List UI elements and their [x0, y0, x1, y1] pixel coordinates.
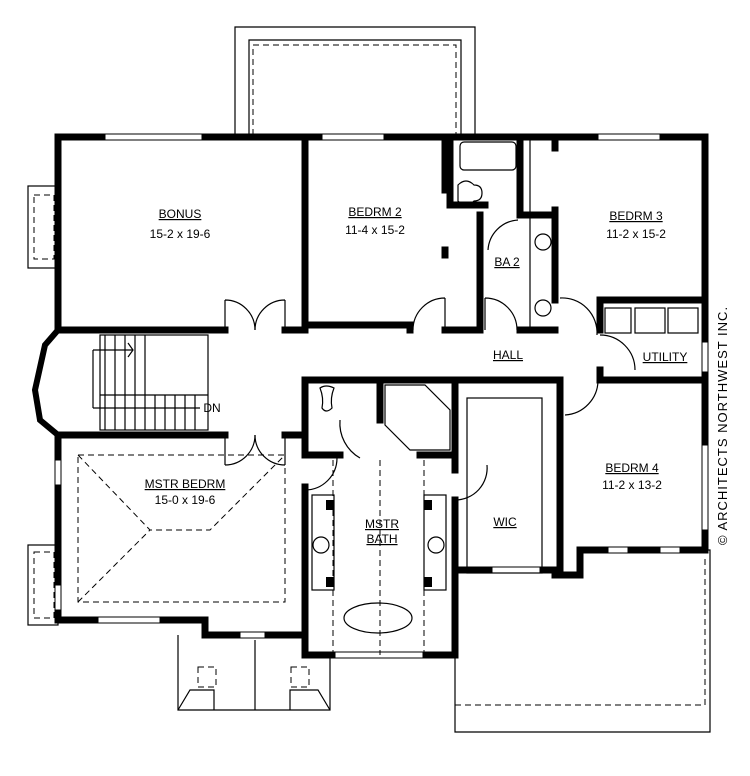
copyright-text: © ARCHITECTS NORTHWEST INC. [715, 306, 730, 545]
hall-label: HALL [493, 348, 523, 362]
bedrm3-size: 11-2 x 15-2 [606, 227, 666, 241]
mstr-bedrm-size: 15-0 x 19-6 [155, 493, 216, 507]
doors [224, 219, 636, 501]
ba2-label: BA 2 [494, 255, 520, 269]
wic-label: WIC [493, 515, 517, 529]
bedrm4-label: BEDRM 4 [605, 461, 659, 475]
bedrm2-size: 11-4 x 15-2 [345, 223, 405, 237]
walls [54, 133, 709, 659]
upper-deck [234, 26, 476, 138]
ceiling-lines [77, 454, 425, 655]
stairs-down-label: DN [203, 401, 220, 415]
bedrm2-label: BEDRM 2 [348, 205, 402, 219]
staircase [92, 334, 209, 431]
front-porch [177, 635, 331, 711]
mstr-bath-label-1: MSTR [365, 517, 399, 531]
mstr-bath-label-2: BATH [366, 532, 397, 546]
mstr-bedrm-label: MSTR BEDRM [145, 477, 226, 491]
room-labels: BONUS 15-2 x 19-6 BEDRM 2 11-4 x 15-2 BE… [145, 205, 688, 546]
bonus-size: 15-2 x 19-6 [150, 227, 211, 241]
utility-label: UTILITY [643, 350, 688, 364]
bedrm3-label: BEDRM 3 [609, 209, 663, 223]
bonus-label: BONUS [159, 207, 202, 221]
windows [54, 133, 709, 659]
fixtures [311, 140, 699, 634]
bay-windows [27, 185, 63, 626]
bedrm4-size: 11-2 x 13-2 [602, 478, 662, 492]
